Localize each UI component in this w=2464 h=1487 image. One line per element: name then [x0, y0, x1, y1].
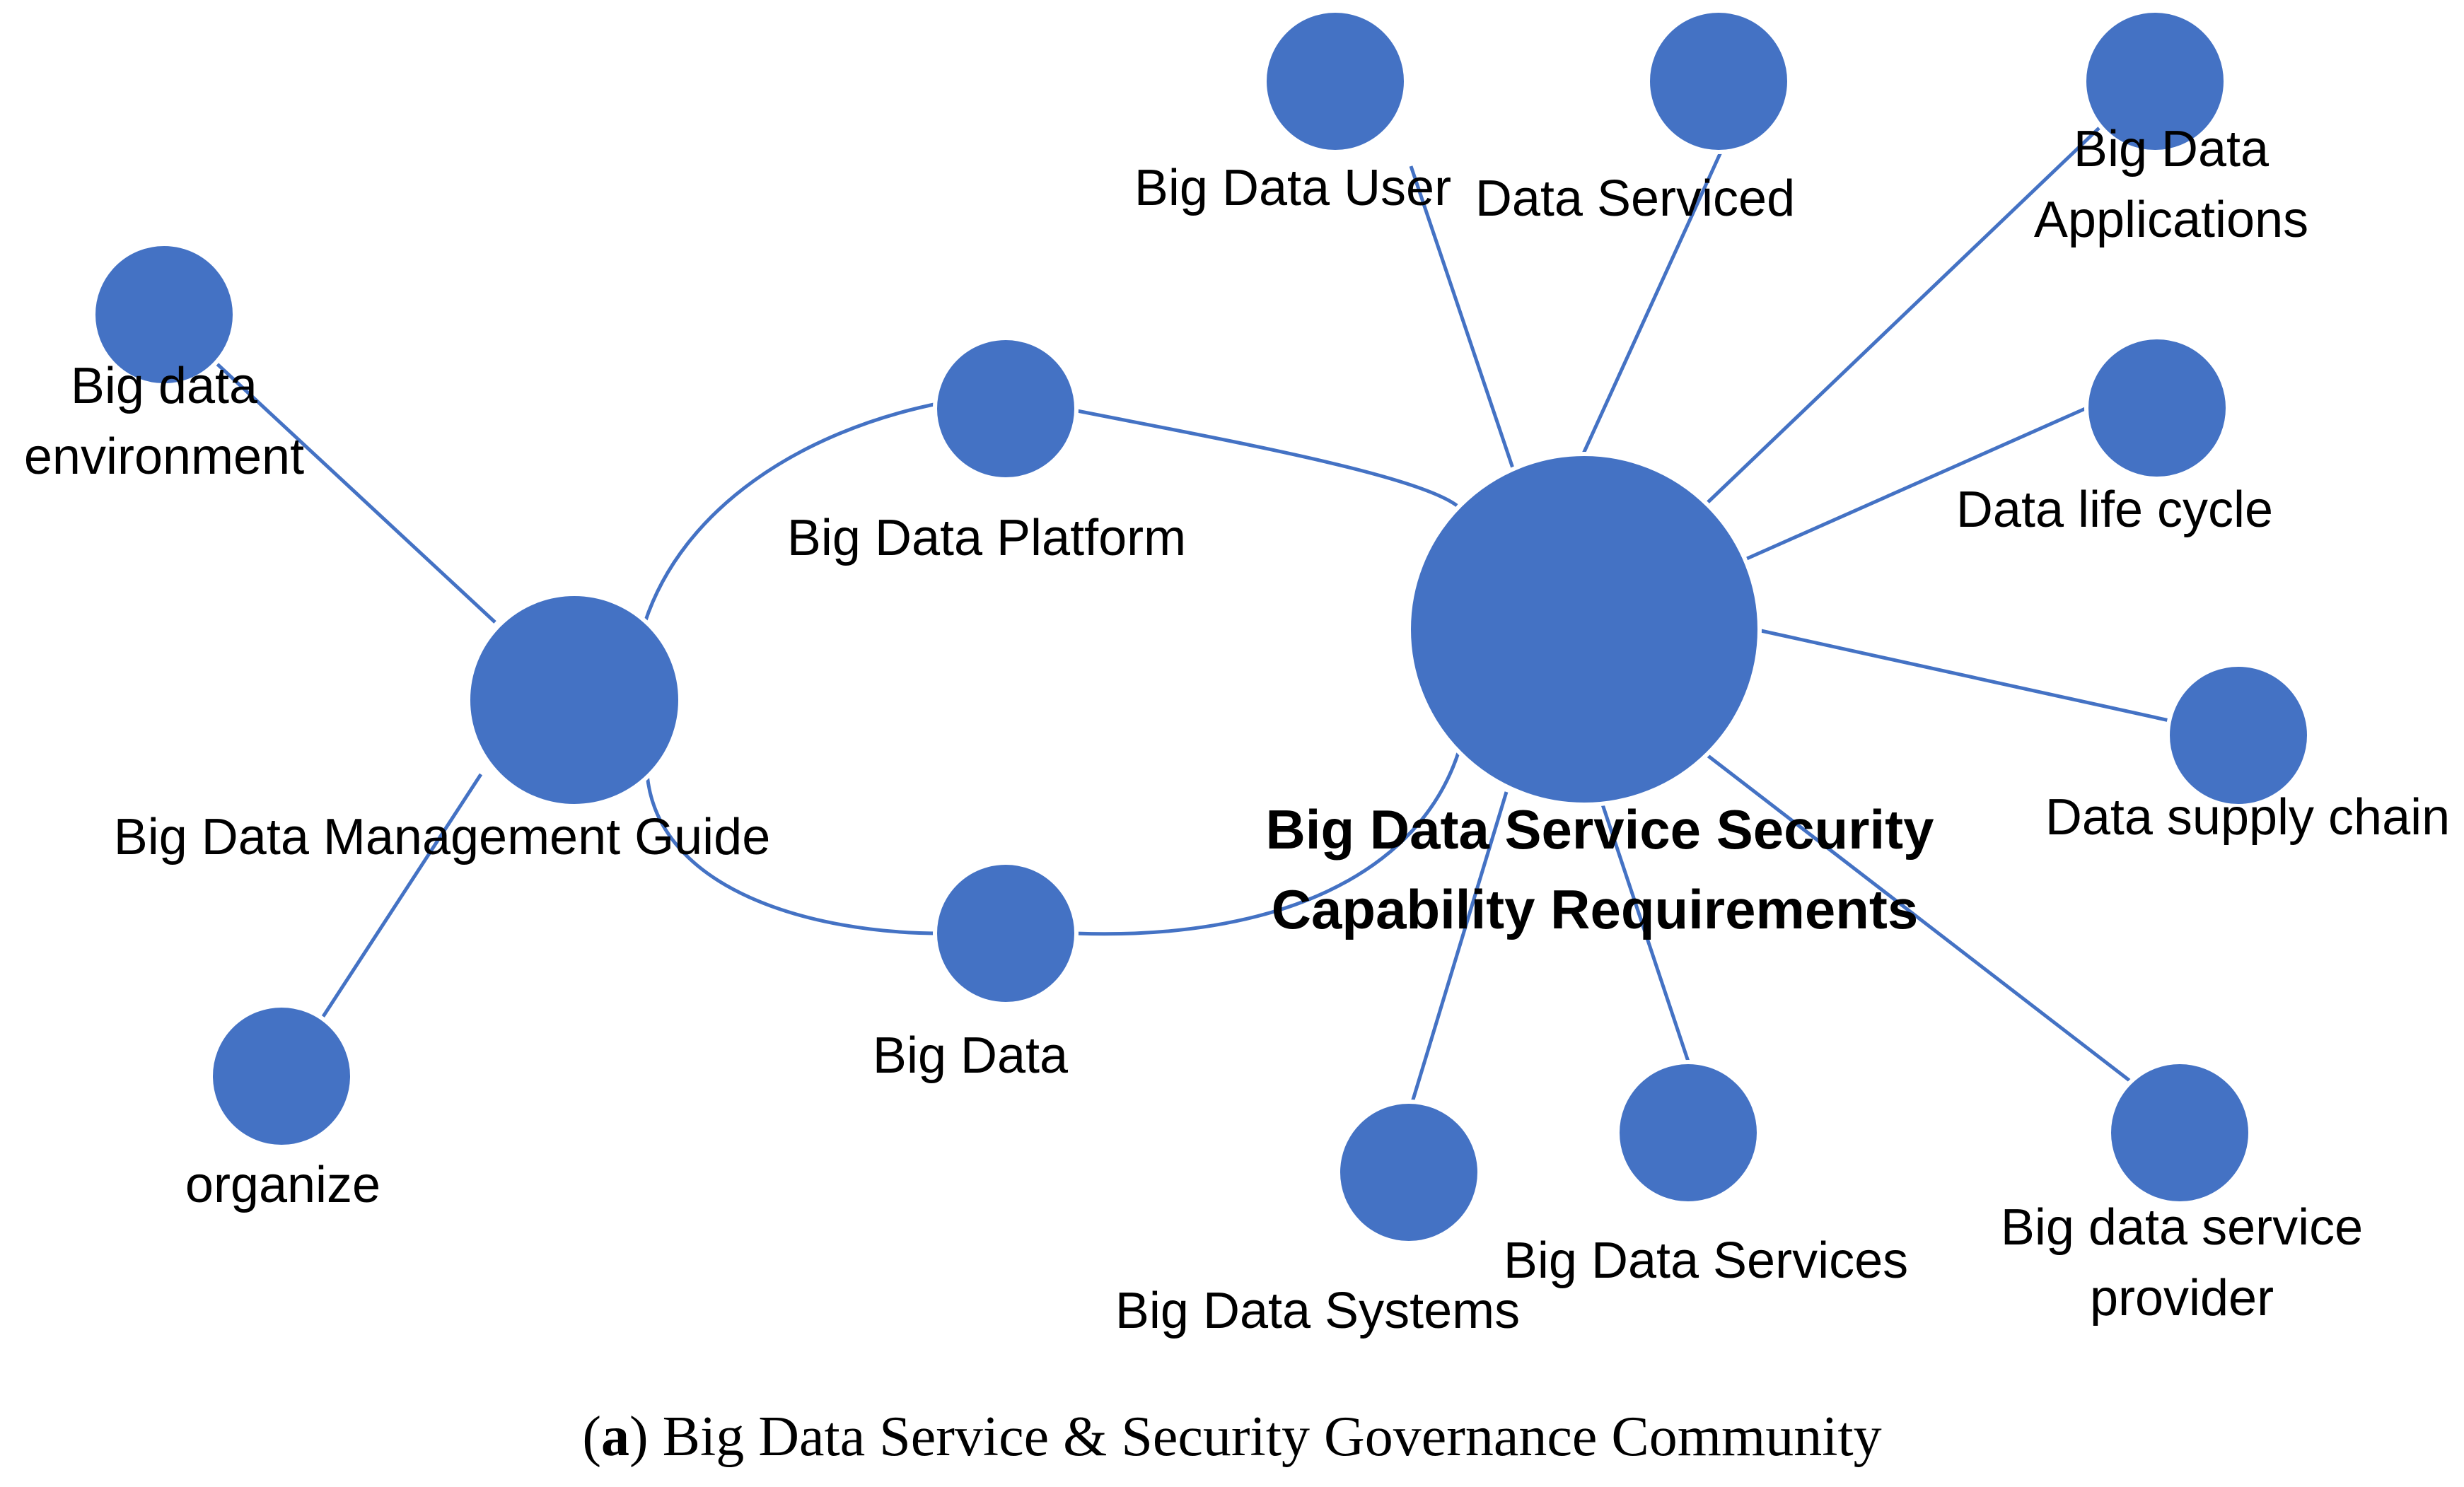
label-serviced: Data Serviced — [1475, 170, 1795, 227]
label-provider-line2: provider — [2090, 1270, 2274, 1326]
node-big-data — [933, 861, 1079, 1006]
label-user: Big Data User — [1134, 160, 1451, 216]
edge-center-applications — [1703, 112, 2116, 507]
edge-center-systems — [1409, 791, 1509, 1107]
edge-guide-platform — [643, 401, 941, 623]
node-user — [1262, 8, 1408, 154]
node-applications — [2082, 8, 2228, 154]
label-environment-line2: environment — [24, 428, 304, 485]
edge-center-serviced — [1579, 140, 1728, 461]
figure-caption: (a) Big Data Service & Security Governan… — [582, 1406, 1881, 1468]
node-organize — [209, 1003, 354, 1149]
edge-guide-bigdata — [645, 774, 941, 935]
nodes — [91, 8, 2311, 1245]
caption-text: ) Big Data Service & Security Governance… — [629, 1406, 1882, 1468]
label-management-guide: Big Data Management Guide — [114, 809, 771, 865]
node-systems — [1336, 1100, 1482, 1245]
edge-center-lifecycle — [1745, 404, 2091, 561]
label-center-line2: Capability Requirements — [1272, 878, 1919, 940]
edge-platform-center — [1073, 408, 1458, 508]
label-applications-line1: Big Data — [2074, 121, 2270, 177]
label-platform: Big Data Platform — [787, 510, 1186, 566]
node-supply-chain — [2166, 663, 2311, 808]
caption-open-paren: ( — [582, 1406, 601, 1468]
node-services — [1615, 1060, 1761, 1206]
node-provider — [2107, 1060, 2253, 1206]
node-platform — [933, 336, 1079, 482]
label-environment-line1: Big data — [71, 358, 258, 414]
edge-center-services — [1596, 791, 1692, 1068]
label-systems: Big Data Systems — [1115, 1283, 1520, 1339]
label-applications-line2: Applications — [2034, 192, 2308, 248]
node-life-cycle — [2084, 335, 2230, 481]
node-environment — [91, 242, 237, 387]
node-center — [1407, 452, 1762, 807]
edge-center-provider — [1703, 752, 2137, 1087]
node-serviced — [1646, 8, 1791, 154]
edges — [163, 112, 2221, 1107]
edge-bigdata-center — [1074, 745, 1463, 936]
label-life-cycle: Data life cycle — [1956, 482, 2273, 538]
label-organize: organize — [185, 1157, 380, 1213]
labels: Big data environment Big Data Platform B… — [24, 121, 2450, 1339]
label-big-data: Big Data — [873, 1027, 1069, 1084]
label-provider-line1: Big data service — [2001, 1199, 2363, 1256]
label-services: Big Data Services — [1504, 1232, 1908, 1289]
caption-letter: a — [601, 1406, 629, 1468]
edge-center-user — [1409, 165, 1516, 471]
edge-center-supplychain — [1760, 629, 2221, 734]
edge-guide-environment — [163, 313, 496, 624]
node-management-guide — [466, 592, 682, 808]
label-supply-chain: Data supply chain — [2045, 789, 2450, 846]
label-center-line1: Big Data Service Security — [1265, 798, 1934, 861]
